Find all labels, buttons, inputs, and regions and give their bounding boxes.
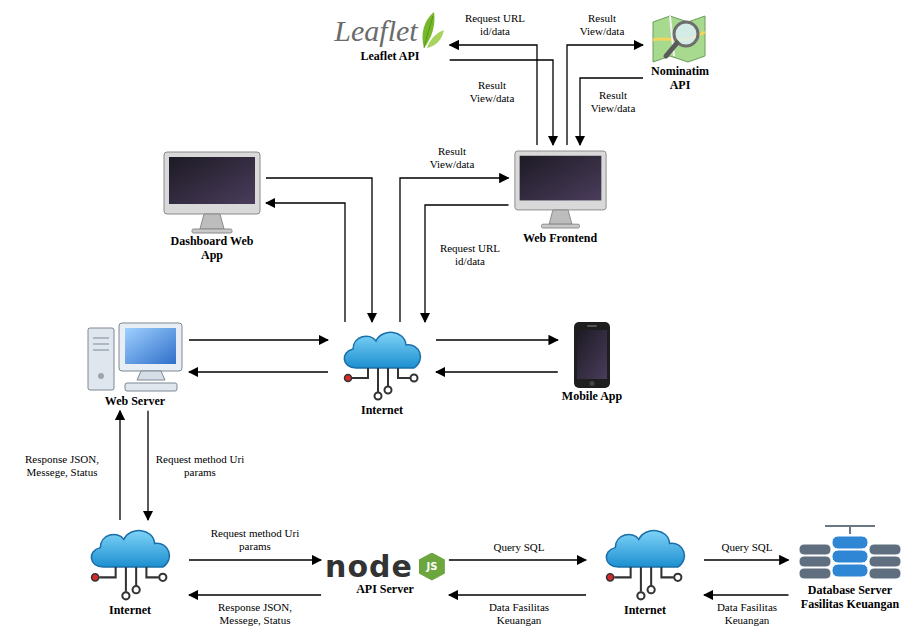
api-service: Nominatim API xyxy=(643,8,717,95)
monitor-icon xyxy=(513,147,608,232)
edge-label: Data Fasilitas Keuangan xyxy=(706,601,788,626)
api-service: LeafletLeaflet API xyxy=(330,8,449,66)
cloud-icon xyxy=(75,522,185,604)
logo-badge: JS xyxy=(419,553,445,581)
flow-arrow xyxy=(450,60,553,145)
node-graphic xyxy=(513,147,608,232)
flow-arrow xyxy=(704,594,789,595)
edge-label: Result View/data xyxy=(574,12,631,37)
flow-arrow xyxy=(119,411,120,520)
edge-label: Request URL id/data xyxy=(459,12,531,37)
node-graphic xyxy=(162,150,262,235)
node-label: Database Server Fasilitas Keuangan xyxy=(793,584,908,612)
edge-label: Result View/data xyxy=(464,79,521,104)
flow-arrow xyxy=(425,205,509,322)
node-label: Internet xyxy=(109,604,151,618)
node-graphic xyxy=(650,10,710,65)
flow-arrow xyxy=(266,203,345,322)
pc-icon xyxy=(85,320,185,395)
flow-arrow xyxy=(436,371,558,372)
edge-label: Result View/data xyxy=(585,89,642,114)
phone-icon xyxy=(572,320,612,390)
node-graphic xyxy=(332,324,432,404)
node-graphic xyxy=(572,320,612,390)
node-graphic: nodeJS xyxy=(325,550,445,583)
flow-arrow xyxy=(189,559,321,560)
flow-arrow xyxy=(436,339,558,340)
node-label: Leaflet API xyxy=(360,50,419,64)
client-computer: Dashboard Web App xyxy=(158,148,266,265)
node-label: Dashboard Web App xyxy=(162,235,262,263)
node-label: Nominatim API xyxy=(647,65,713,93)
node-label: API Server xyxy=(356,583,414,597)
flow-arrow xyxy=(147,411,148,520)
node-label: Web Frontend xyxy=(523,232,597,246)
logo-wordmark: Leaflet xyxy=(334,14,417,47)
network-cloud: Internet xyxy=(586,520,704,620)
flow-arrow xyxy=(580,78,643,145)
edge-label: Request method Uri params xyxy=(154,453,246,478)
map-icon xyxy=(650,10,710,65)
network-cloud: Internet xyxy=(328,322,436,420)
node-label: Web Server xyxy=(105,395,165,409)
flow-arrow xyxy=(704,559,789,560)
cloud-icon xyxy=(590,522,700,604)
flow-arrow xyxy=(266,178,372,322)
database-server: Database Server Fasilitas Keuangan xyxy=(789,520,912,614)
node-graphic xyxy=(590,522,700,604)
cloud-icon xyxy=(332,324,432,404)
api-server: nodeJSAPI Server xyxy=(321,548,449,599)
node-graphic: Leaflet xyxy=(334,10,445,50)
node-label: Internet xyxy=(624,604,666,618)
leaf-icon xyxy=(418,10,446,50)
edge-label: Data Fasilitas Keuangan xyxy=(476,601,563,626)
edge-label: Query SQL xyxy=(492,541,545,554)
edge-label: Result View/data xyxy=(424,145,481,170)
flow-arrow xyxy=(449,559,586,560)
node-label: Internet xyxy=(361,404,403,418)
edge-label: Response JSON, Messege, Status xyxy=(207,601,304,626)
flow-arrow xyxy=(449,594,586,595)
edge-label: Query SQL xyxy=(720,541,773,554)
monitor-icon xyxy=(162,150,262,235)
database-icon xyxy=(795,522,905,584)
flow-arrow xyxy=(189,371,328,372)
network-cloud: Internet xyxy=(71,520,189,620)
node-label: Mobile App xyxy=(562,390,622,404)
mobile-device: Mobile App xyxy=(558,318,626,406)
flow-arrow xyxy=(189,339,328,340)
edge-label: Response JSON, Messege, Status xyxy=(14,453,111,478)
node-graphic xyxy=(75,522,185,604)
server-computer: Web Server xyxy=(81,318,189,411)
edge-label: Request method Uri params xyxy=(209,527,301,552)
client-computer: Web Frontend xyxy=(509,145,612,248)
flow-arrow xyxy=(400,178,509,322)
node-graphic xyxy=(85,320,185,395)
node-graphic xyxy=(795,522,905,584)
edge-label: Request URL id/data xyxy=(434,242,506,267)
flow-arrow xyxy=(189,594,321,595)
flow-arrow xyxy=(567,45,643,145)
logo-wordmark: node xyxy=(325,550,413,583)
